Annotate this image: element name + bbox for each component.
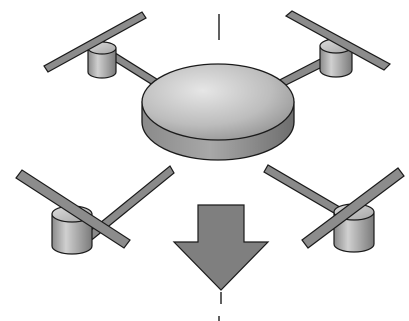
rotor-front-right (302, 168, 404, 252)
down-arrow (174, 205, 268, 290)
hub-top (142, 64, 294, 140)
central-hub (142, 64, 294, 160)
rotor-back-right (286, 11, 390, 77)
